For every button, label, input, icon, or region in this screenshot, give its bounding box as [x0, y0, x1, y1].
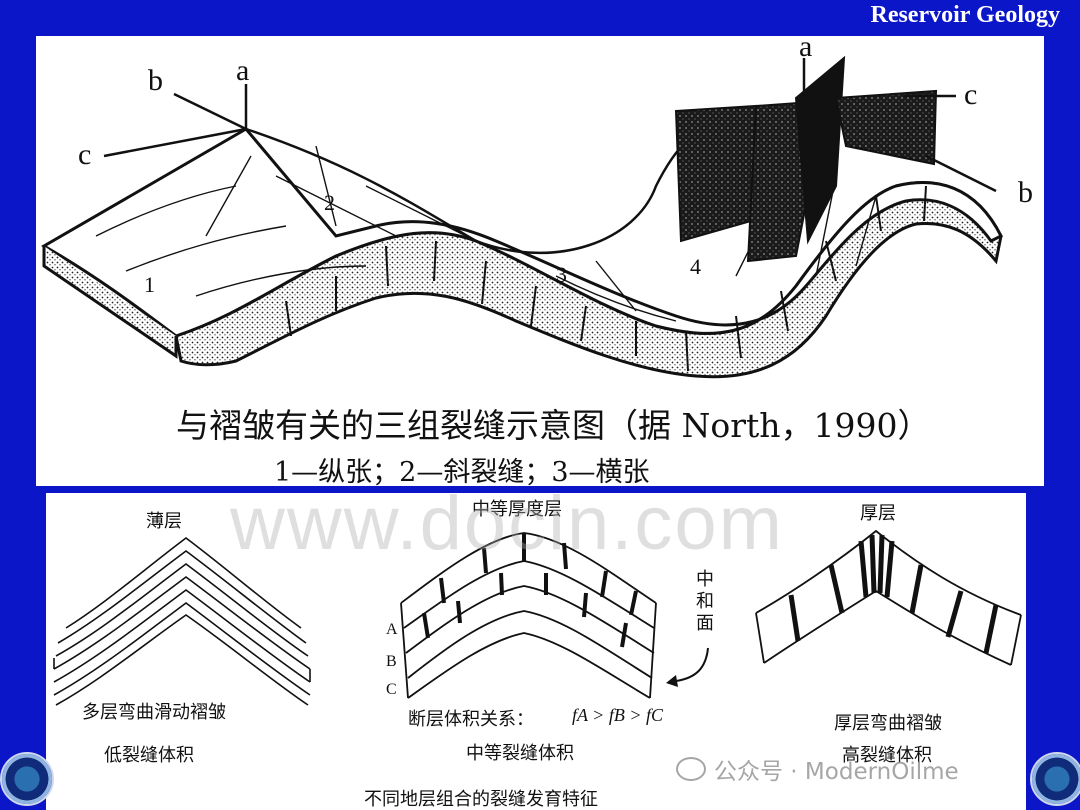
university-logo-right	[1030, 752, 1080, 806]
thick-layer-volume: 高裂缝体积	[842, 745, 932, 766]
fracture-set-3-label: 3	[556, 262, 567, 287]
thin-layer-folds	[53, 536, 311, 706]
thick-layer-title: 厚层	[860, 503, 896, 524]
thin-layer-title: 薄层	[146, 511, 182, 532]
band-fractures	[285, 185, 927, 372]
top-figure-legend: 1—纵张；2—斜裂缝；3—横张	[274, 457, 650, 486]
top-figure-caption: 与褶皱有关的三组裂缝示意图（据 North，1990）	[176, 406, 931, 445]
thick-layer-caption: 厚层弯曲褶皱	[834, 713, 942, 734]
medium-layer-volume: 中等裂缝体积	[466, 743, 574, 764]
bottom-figure-panel: 薄层 多层弯曲滑动褶皱 低裂缝体积 中等厚度层 A B C 中和面 断层体积关系…	[46, 493, 1026, 810]
axes-left	[103, 84, 248, 158]
neutral-arrow	[675, 647, 709, 682]
layer-b-label: B	[386, 653, 397, 670]
wedge-block-4	[834, 89, 938, 166]
wedge-block-3	[794, 55, 846, 245]
fracture-volume-relation: fA > fB > fC	[572, 705, 663, 725]
wechat-attribution-text: 公众号 · ModernOilme	[714, 759, 959, 785]
bottom-figure-footer: 不同地层组合的裂缝发育特征	[364, 789, 598, 810]
thin-layer-volume: 低裂缝体积	[104, 745, 194, 766]
fracture-set-2-label: 2	[324, 190, 335, 215]
fracture-set-1-label: 1	[144, 272, 155, 297]
medium-layer-title: 中等厚度层	[472, 499, 562, 520]
top-figure-panel: a b c a c b 1 2 3 4 与褶皱有关的三组裂缝示意图（据 Nort…	[36, 36, 1044, 486]
axis-a-left-label: a	[236, 54, 250, 87]
axis-a-right-label: a	[799, 36, 813, 63]
medium-layer-caption: 断层体积关系：	[408, 709, 534, 730]
wechat-attribution: 公众号 · ModernOilme	[676, 752, 959, 786]
thick-layer-fractures	[788, 534, 999, 654]
university-logo-left	[0, 752, 54, 806]
layer-combination-diagram	[53, 529, 1022, 706]
wechat-icon	[676, 757, 706, 781]
thick-layer-fold	[755, 529, 1022, 666]
medium-layer-fractures	[422, 533, 638, 648]
fracture-set-4-label: 4	[690, 254, 701, 279]
fold-fracture-diagram	[41, 55, 1004, 379]
thin-layer-caption: 多层弯曲滑动褶皱	[82, 702, 226, 723]
axes-right	[802, 58, 997, 193]
surface-fractures	[95, 145, 877, 322]
axis-c-left-label: c	[78, 138, 92, 171]
layer-a-label: A	[386, 621, 398, 638]
slide-header-title: Reservoir Geology	[870, 2, 1060, 28]
wedge-block-1	[674, 104, 758, 243]
neutral-arrowhead	[666, 675, 678, 687]
fold-back-edge	[245, 119, 727, 255]
axis-b-left-label: b	[148, 64, 163, 97]
axis-b-right-label: b	[1018, 176, 1033, 209]
watermark: www.docin.com	[230, 481, 784, 566]
layer-c-label: C	[386, 681, 397, 698]
fold-top-surface	[41, 127, 1004, 338]
neutral-surface-label: 中和面	[696, 569, 714, 634]
axis-c-right-label: c	[964, 78, 978, 111]
fold-left-edge	[42, 246, 178, 359]
